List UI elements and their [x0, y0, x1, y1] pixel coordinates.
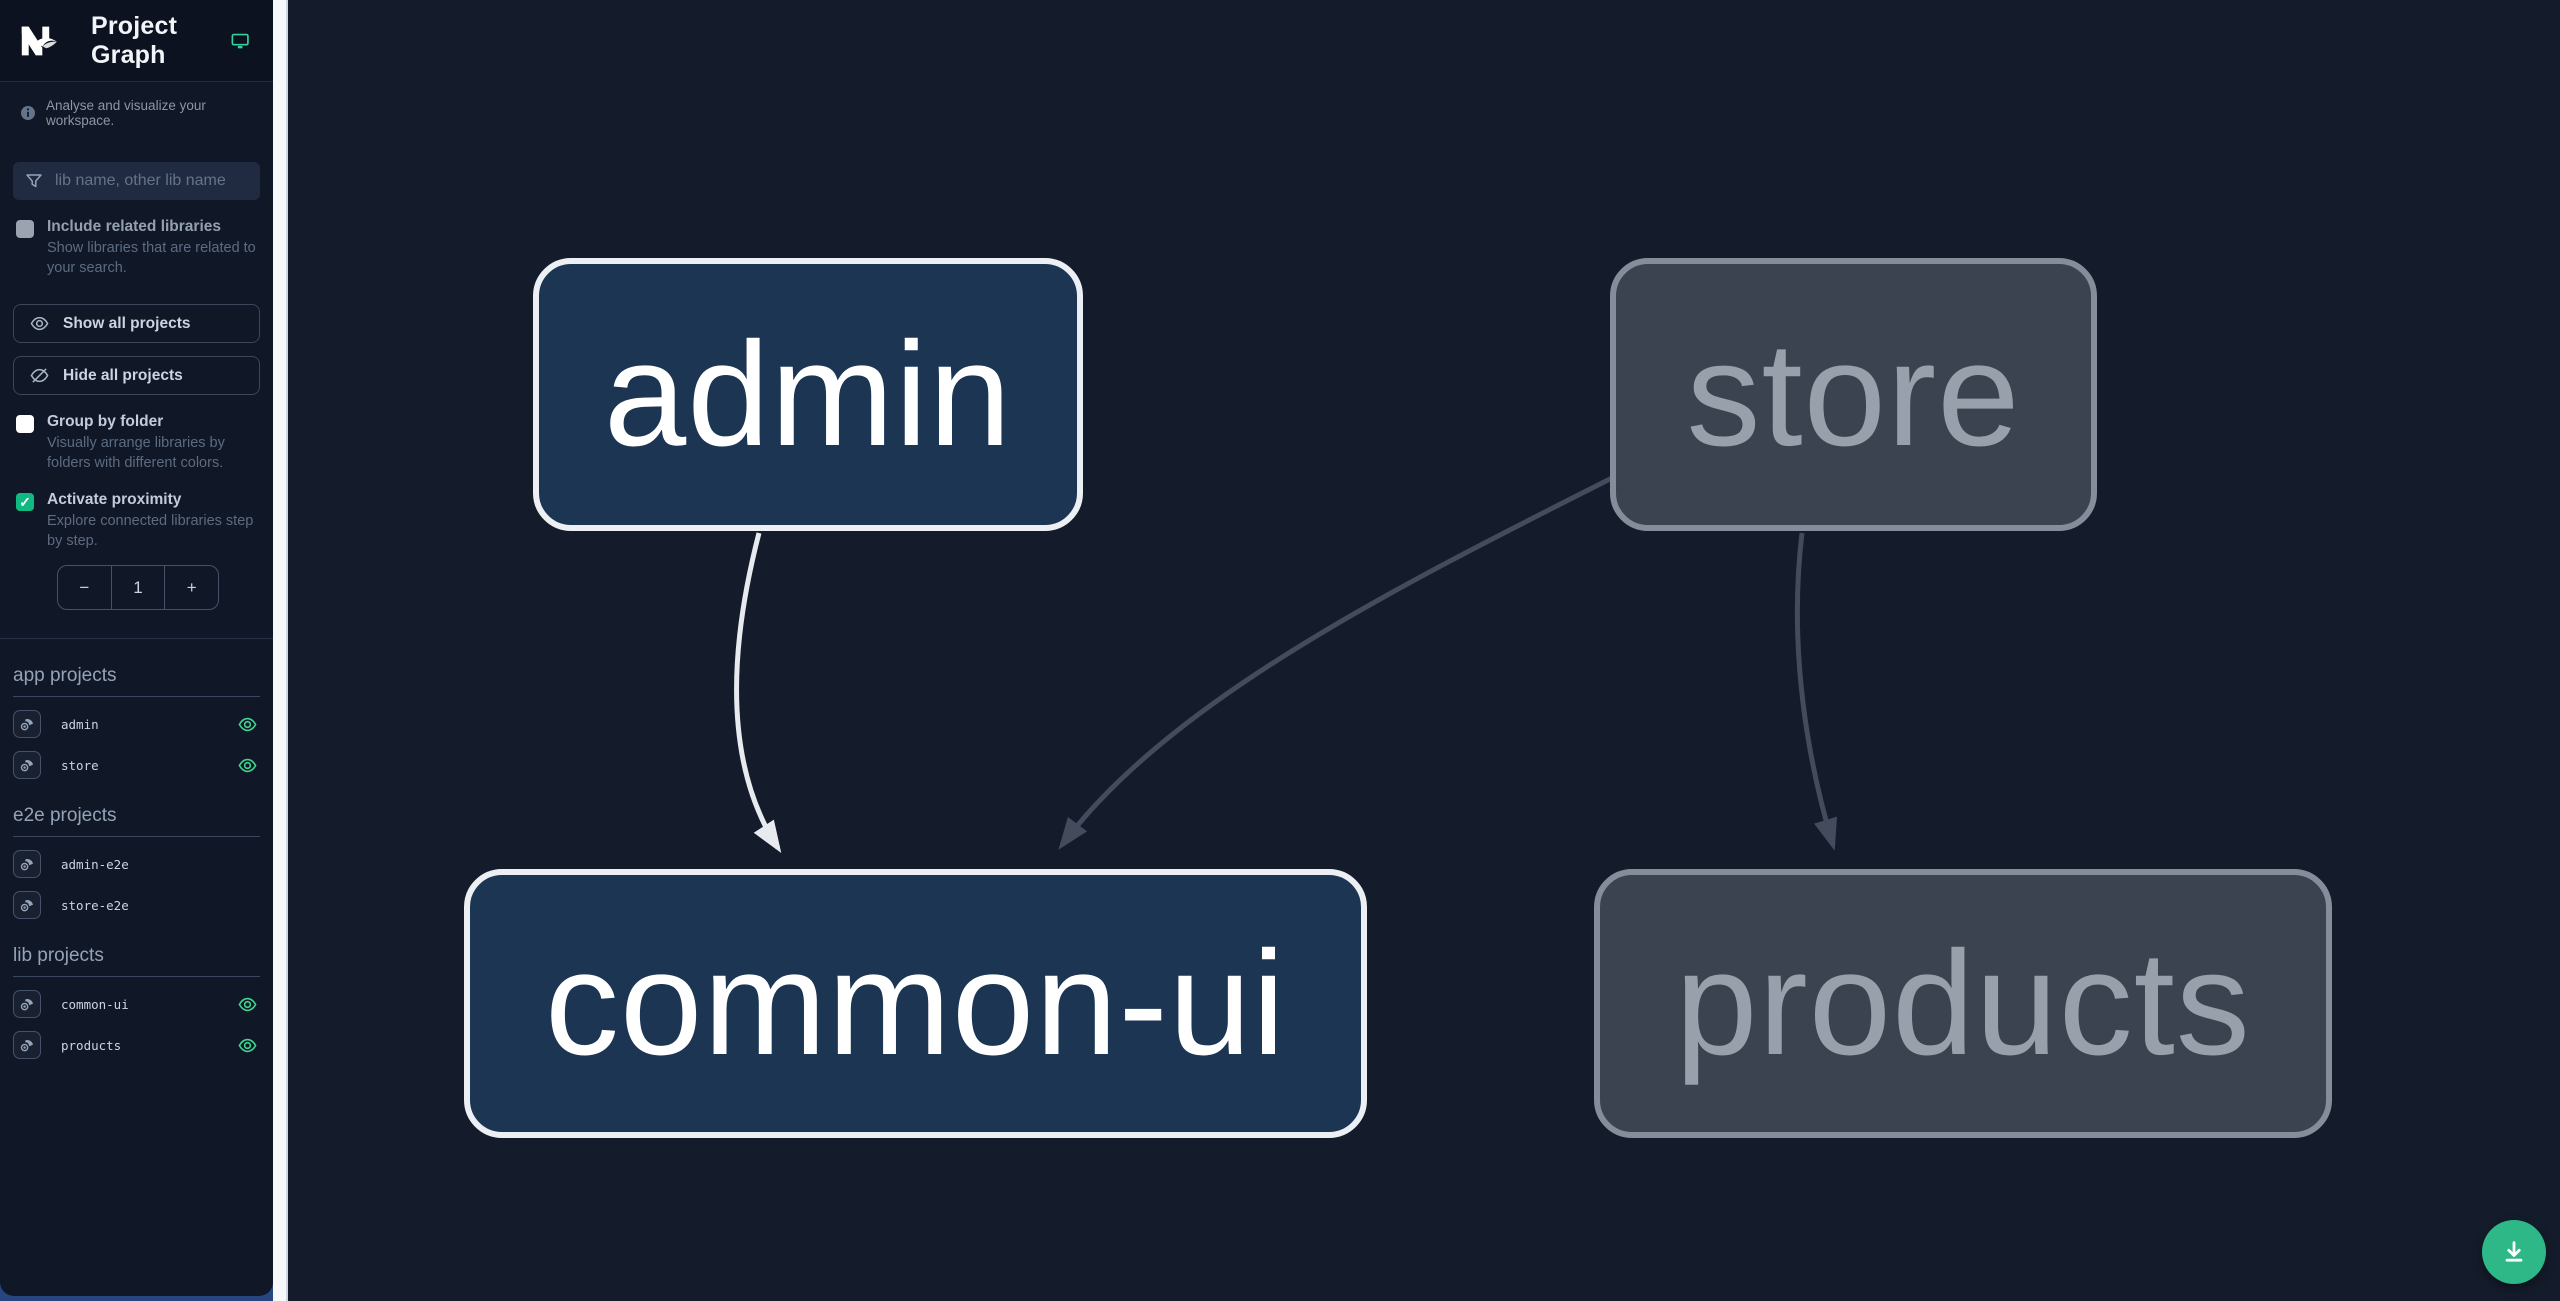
proximity-increment-button[interactable]: +	[164, 566, 218, 610]
tagline-row: Analyse and visualize your workspace.	[0, 82, 273, 138]
focus-icon	[20, 999, 33, 1011]
sidebar-resize-handle[interactable]	[273, 0, 288, 1301]
filter-icon	[26, 174, 42, 188]
project-name: store-e2e	[61, 897, 129, 913]
eye-icon	[30, 316, 49, 331]
project-name: common-ui	[61, 996, 129, 1012]
nx-logo-icon	[21, 26, 57, 55]
download-icon	[2505, 1241, 2523, 1262]
group-by-folder-checkbox[interactable]	[16, 415, 34, 434]
graph-node-store[interactable]: store	[1610, 258, 2097, 531]
include-related-row: Include related libraries Show libraries…	[0, 200, 273, 278]
toggle-visibility-common-ui-button[interactable]	[234, 991, 260, 1017]
project-name: store	[61, 757, 99, 773]
project-row-products: products	[13, 1031, 260, 1060]
sidebar-header: Project Graph	[0, 0, 273, 82]
show-all-projects-button[interactable]: Show all projects	[13, 304, 260, 344]
proximity-value: 1	[110, 566, 165, 610]
toggle-visibility-store-button[interactable]	[234, 752, 260, 778]
page-title: Project Graph	[91, 11, 178, 69]
hide-all-projects-label: Hide all projects	[63, 366, 183, 384]
focus-store-e2e-button[interactable]	[13, 891, 41, 920]
tagline-text: Analyse and visualize your workspace.	[46, 98, 206, 128]
graph-node-admin[interactable]: admin	[533, 258, 1083, 531]
project-name: admin	[61, 716, 99, 732]
toggle-visibility-products-button[interactable]	[234, 1032, 260, 1058]
eye-icon	[238, 997, 256, 1012]
include-related-checkbox[interactable]	[16, 220, 34, 238]
focus-common-ui-button[interactable]	[13, 990, 41, 1019]
focus-admin-button[interactable]	[13, 710, 41, 739]
edge-admin-to-common-ui	[733, 532, 782, 854]
project-name: products	[61, 1037, 122, 1053]
focus-icon	[20, 719, 33, 731]
focus-icon	[20, 1040, 33, 1052]
focus-admin-e2e-button[interactable]	[13, 850, 41, 879]
focus-products-button[interactable]	[13, 1031, 41, 1060]
eye-icon	[238, 1038, 256, 1053]
project-list-area: app projects admin	[0, 638, 273, 1089]
show-all-projects-label: Show all projects	[63, 314, 191, 332]
edge-store-to-common-ui	[1058, 475, 1614, 850]
eye-off-icon	[30, 368, 49, 383]
focus-store-button[interactable]	[13, 751, 41, 780]
info-icon	[21, 106, 35, 120]
project-row-admin: admin	[13, 710, 260, 739]
activate-proximity-row: ✓ Activate proximity Explore connected l…	[0, 473, 273, 551]
search-box	[13, 162, 260, 200]
graph-node-common-ui[interactable]: common-ui	[464, 869, 1367, 1138]
group-by-folder-row: Group by folder Visually arrange librari…	[0, 395, 273, 473]
include-related-description: Show libraries that are related to your …	[47, 240, 256, 276]
activate-proximity-checkbox[interactable]: ✓	[16, 493, 34, 512]
group-by-folder-label: Group by folder	[47, 413, 164, 431]
focus-icon	[20, 760, 33, 772]
section-heading-lib-projects: lib projects	[13, 945, 260, 978]
project-name: admin-e2e	[61, 856, 129, 872]
sidebar: Project Graph Analyse and visualize your…	[0, 0, 273, 1301]
focus-icon	[20, 859, 33, 871]
proximity-depth-counter: − 1 +	[57, 565, 219, 611]
hide-all-projects-button[interactable]: Hide all projects	[13, 356, 260, 396]
edge-store-to-products	[1794, 532, 1837, 851]
focus-icon	[20, 900, 33, 912]
graph-node-products[interactable]: products	[1594, 869, 2332, 1138]
group-by-folder-description: Visually arrange libraries by folders wi…	[47, 435, 225, 471]
project-row-store: store	[13, 751, 260, 780]
search-input[interactable]	[55, 172, 248, 190]
project-row-admin-e2e: admin-e2e	[13, 850, 260, 879]
project-row-store-e2e: store-e2e	[13, 891, 260, 920]
section-heading-app-projects: app projects	[13, 665, 260, 698]
proximity-decrement-button[interactable]: −	[79, 577, 90, 597]
graph-edges-layer	[733, 475, 1837, 854]
activate-proximity-label: Activate proximity	[47, 491, 182, 509]
download-graph-button[interactable]	[2482, 1220, 2546, 1284]
eye-icon	[238, 717, 256, 732]
monitor-icon[interactable]	[231, 30, 249, 52]
project-row-common-ui: common-ui	[13, 990, 260, 1019]
activate-proximity-description: Explore connected libraries step by step…	[47, 513, 254, 549]
toggle-visibility-admin-button[interactable]	[234, 711, 260, 737]
eye-icon	[238, 758, 256, 773]
section-heading-e2e-projects: e2e projects	[13, 805, 260, 838]
graph-canvas[interactable]: admin store common-ui products	[290, 0, 2560, 1301]
include-related-label: Include related libraries	[47, 218, 222, 235]
